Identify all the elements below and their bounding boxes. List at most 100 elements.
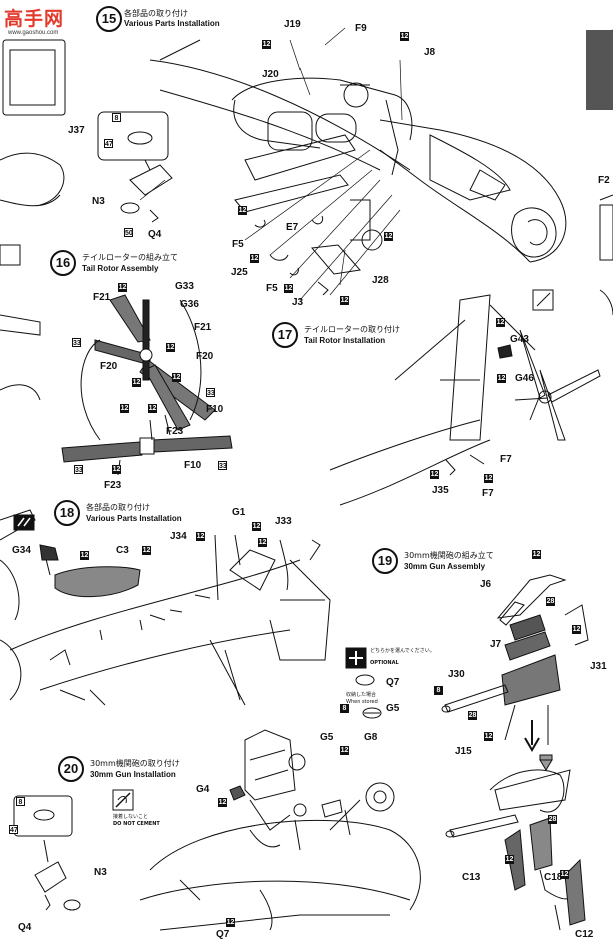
color-badge: 28	[546, 597, 555, 606]
color-badge: 12	[496, 318, 505, 327]
part-label-f10-b: F10	[184, 460, 202, 471]
step-20-title-jp: 30mm機関砲の取り付け	[90, 759, 180, 768]
part-label-j20: J20	[262, 69, 279, 80]
part-label-g4: G4	[196, 784, 210, 795]
part-label-n3-bottom: N3	[94, 867, 107, 878]
step-number-19: 19	[372, 548, 398, 574]
color-badge: 12	[80, 551, 89, 560]
step-17-title-jp: テイルローターの取り付け	[304, 325, 400, 334]
color-badge: 12	[252, 522, 261, 531]
step-number-18: 18	[54, 500, 80, 526]
part-label-j34: J34	[170, 531, 187, 542]
part-label-q7-top: Q7	[386, 677, 400, 688]
color-badge: 8	[434, 686, 443, 695]
color-badge: 12	[132, 378, 141, 387]
color-badge: 12	[118, 283, 127, 292]
color-badge: 8	[340, 704, 349, 713]
step-19-title-jp: 30mm機関砲の組み立て	[404, 551, 494, 560]
color-badge: 50	[124, 228, 133, 237]
color-badge: 12	[340, 746, 349, 755]
color-badge: 12	[340, 296, 349, 305]
step-18-title-jp: 各部品の取り付け	[86, 503, 150, 512]
part-label-j8: J8	[424, 47, 436, 58]
part-label-f20-a: F20	[196, 351, 214, 362]
step19-30mm-gun	[441, 574, 589, 931]
color-badge: 33	[74, 465, 83, 474]
part-label-n3: N3	[92, 196, 105, 207]
step-16-title-jp: テイルローターの組み立て	[82, 253, 178, 262]
color-badge: 8	[16, 797, 25, 806]
color-badge: 47	[104, 139, 113, 148]
do-not-cement-en: DO NOT CEMENT	[113, 821, 160, 827]
color-badge: 12	[400, 32, 409, 41]
step-17-title-en: Tail Rotor Installation	[304, 336, 386, 345]
part-label-c3: C3	[116, 545, 129, 556]
step-19-title-en: 30mm Gun Assembly	[404, 562, 486, 571]
part-label-f23-a: F23	[166, 426, 184, 437]
step17-tail-boom	[329, 289, 601, 506]
part-label-q7: Q7	[216, 929, 230, 940]
part-label-g1: G1	[232, 507, 246, 518]
color-badge: 28	[468, 711, 477, 720]
step-20-title-en: 30mm Gun Installation	[90, 770, 176, 779]
part-label-f7-a: F7	[500, 454, 512, 465]
color-badge: 12	[250, 254, 259, 263]
part-label-j3: J3	[292, 297, 304, 308]
step20-helicopter-lower	[139, 729, 421, 931]
watermark-title: 高手网	[4, 8, 65, 30]
color-badge: 28	[548, 815, 557, 824]
part-label-g5: G5	[320, 732, 334, 743]
stored-note-jp: 収納した場合	[346, 692, 377, 698]
color-badge: 8	[112, 113, 121, 122]
color-badge: 12	[484, 474, 493, 483]
part-label-j31: J31	[590, 661, 607, 672]
color-badge: 12	[196, 532, 205, 541]
part-label-g43: G43	[510, 334, 529, 345]
color-badge: 33	[72, 338, 81, 347]
color-badge: 12	[262, 40, 271, 49]
step-18-title-en: Various Parts Installation	[86, 514, 182, 523]
color-badge: 12	[112, 465, 121, 474]
color-badge: 12	[172, 373, 181, 382]
watermark-logo: 高手网 www.gaoshou.com	[2, 4, 78, 36]
step-number-16: 16	[50, 250, 76, 276]
part-label-f9: F9	[355, 23, 367, 34]
step-number-17: 17	[272, 322, 298, 348]
color-badge: 12	[484, 732, 493, 741]
color-badge: 12	[226, 918, 235, 927]
part-label-g36: G36	[180, 299, 199, 310]
color-badge: 12	[258, 538, 267, 547]
part-label-j15: J15	[455, 746, 472, 757]
part-label-g5-top: G5	[386, 703, 400, 714]
part-label-f21-b: F21	[194, 322, 212, 333]
part-label-c13: C13	[462, 872, 481, 883]
color-badge: 12	[148, 404, 157, 413]
color-badge: 33	[218, 461, 227, 470]
color-badge: 12	[505, 855, 514, 864]
step15-helicopter-front	[149, 39, 567, 263]
color-badge: 12	[532, 550, 541, 559]
part-label-q4-bottom: Q4	[18, 922, 32, 933]
part-label-q4-top: Q4	[148, 229, 162, 240]
part-label-j30: J30	[448, 669, 465, 680]
part-label-c12: C12	[575, 929, 594, 940]
part-label-j28: J28	[372, 275, 389, 286]
part-label-g46: G46	[515, 373, 534, 384]
color-badge: 12	[284, 284, 293, 293]
do-not-cement-jp: 接着しないこと	[113, 814, 149, 820]
step18-fuselage	[9, 534, 331, 706]
step-16-title-en: Tail Rotor Assembly	[82, 264, 159, 273]
part-label-j33: J33	[275, 516, 292, 527]
part-label-f7-b: F7	[482, 488, 494, 499]
part-label-e7: E7	[286, 222, 299, 233]
step16-tail-rotor	[61, 294, 233, 476]
part-label-f23-b: F23	[104, 480, 122, 491]
color-badge: 12	[142, 546, 151, 555]
color-badge: 12	[560, 870, 569, 879]
part-label-j7: J7	[490, 639, 502, 650]
color-badge: 12	[238, 206, 247, 215]
color-badge: 12	[497, 374, 506, 383]
part-label-j6: J6	[480, 579, 492, 590]
color-badge: 12	[430, 470, 439, 479]
